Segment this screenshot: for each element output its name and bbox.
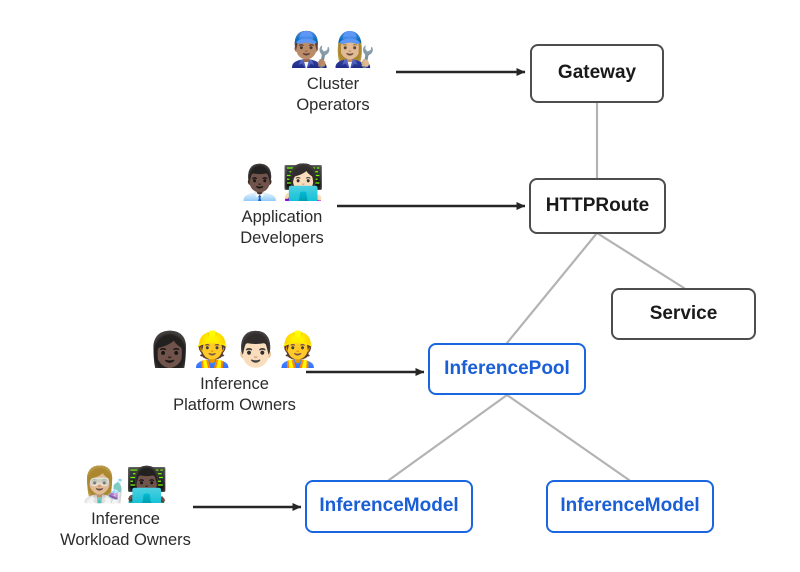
persona-application-developers-line2: Developers — [240, 228, 324, 247]
persona-cluster-operators-line2: Operators — [296, 95, 370, 114]
node-inferencepool-label: InferencePool — [444, 357, 570, 379]
persona-inference-workload-owners-line2: Workload Owners — [60, 530, 191, 549]
persona-inference-workload-owners: 👩🏼‍🔬👨🏿‍💻 Inference Workload Owners — [58, 468, 193, 550]
edge-httproute-inferencepool — [505, 231, 599, 345]
persona-cluster-operators: 👨🏽‍🔧👩🏼‍🔧 Cluster Operators — [283, 33, 383, 115]
persona-inference-platform-owners-label: Inference Platform Owners — [173, 374, 296, 415]
node-gateway-label: Gateway — [557, 62, 637, 84]
node-httproute[interactable]: HTTPRoute — [529, 178, 666, 234]
edge-inferencepool-inferencemodel-left — [387, 393, 509, 482]
node-gateway[interactable]: Gateway — [530, 44, 664, 103]
persona-application-developers: 👨🏿‍💼👩🏻‍💻 Application Developers — [222, 166, 342, 248]
persona-inference-workload-owners-label: Inference Workload Owners — [60, 509, 191, 550]
persona-application-developers-label: Application Developers — [240, 207, 323, 248]
node-httproute-label: HTTPRoute — [545, 194, 650, 216]
scientist-technologist-pair-icon: 👩🏼‍🔬👨🏿‍💻 — [82, 465, 169, 505]
node-inferencepool[interactable]: InferencePool — [428, 343, 586, 395]
edge-inferencepool-inferencemodel-right — [505, 393, 631, 482]
node-inferencemodel-right[interactable]: InferenceModel — [546, 480, 714, 533]
persona-cluster-operators-line1: Cluster — [306, 75, 360, 93]
persona-application-developers-line1: Application — [241, 208, 323, 226]
persona-inference-platform-owners-line2: Platform Owners — [173, 395, 296, 414]
edge-httproute-service — [595, 231, 686, 290]
node-inferencemodel-left[interactable]: InferenceModel — [305, 480, 473, 533]
node-inferencemodel-right-label: InferenceModel — [560, 495, 700, 517]
persona-inference-platform-owners-line1: Inference — [200, 375, 269, 393]
mechanic-pair-icon: 👨🏽‍🔧👩🏼‍🔧 — [289, 30, 377, 70]
persona-inference-platform-owners: 👩🏿‍👷👨🏻‍👷 Inference Platform Owners — [149, 333, 319, 415]
office-worker-technologist-pair-icon: 👨🏿‍💼👩🏻‍💻 — [238, 163, 326, 203]
node-service[interactable]: Service — [611, 288, 756, 340]
node-inferencemodel-left-label: InferenceModel — [319, 495, 459, 517]
persona-inference-workload-owners-line1: Inference — [91, 510, 160, 528]
persona-cluster-operators-label: Cluster Operators — [296, 74, 369, 115]
construction-worker-pair-icon: 👩🏿‍👷👨🏻‍👷 — [148, 330, 321, 370]
node-service-label: Service — [649, 302, 718, 324]
